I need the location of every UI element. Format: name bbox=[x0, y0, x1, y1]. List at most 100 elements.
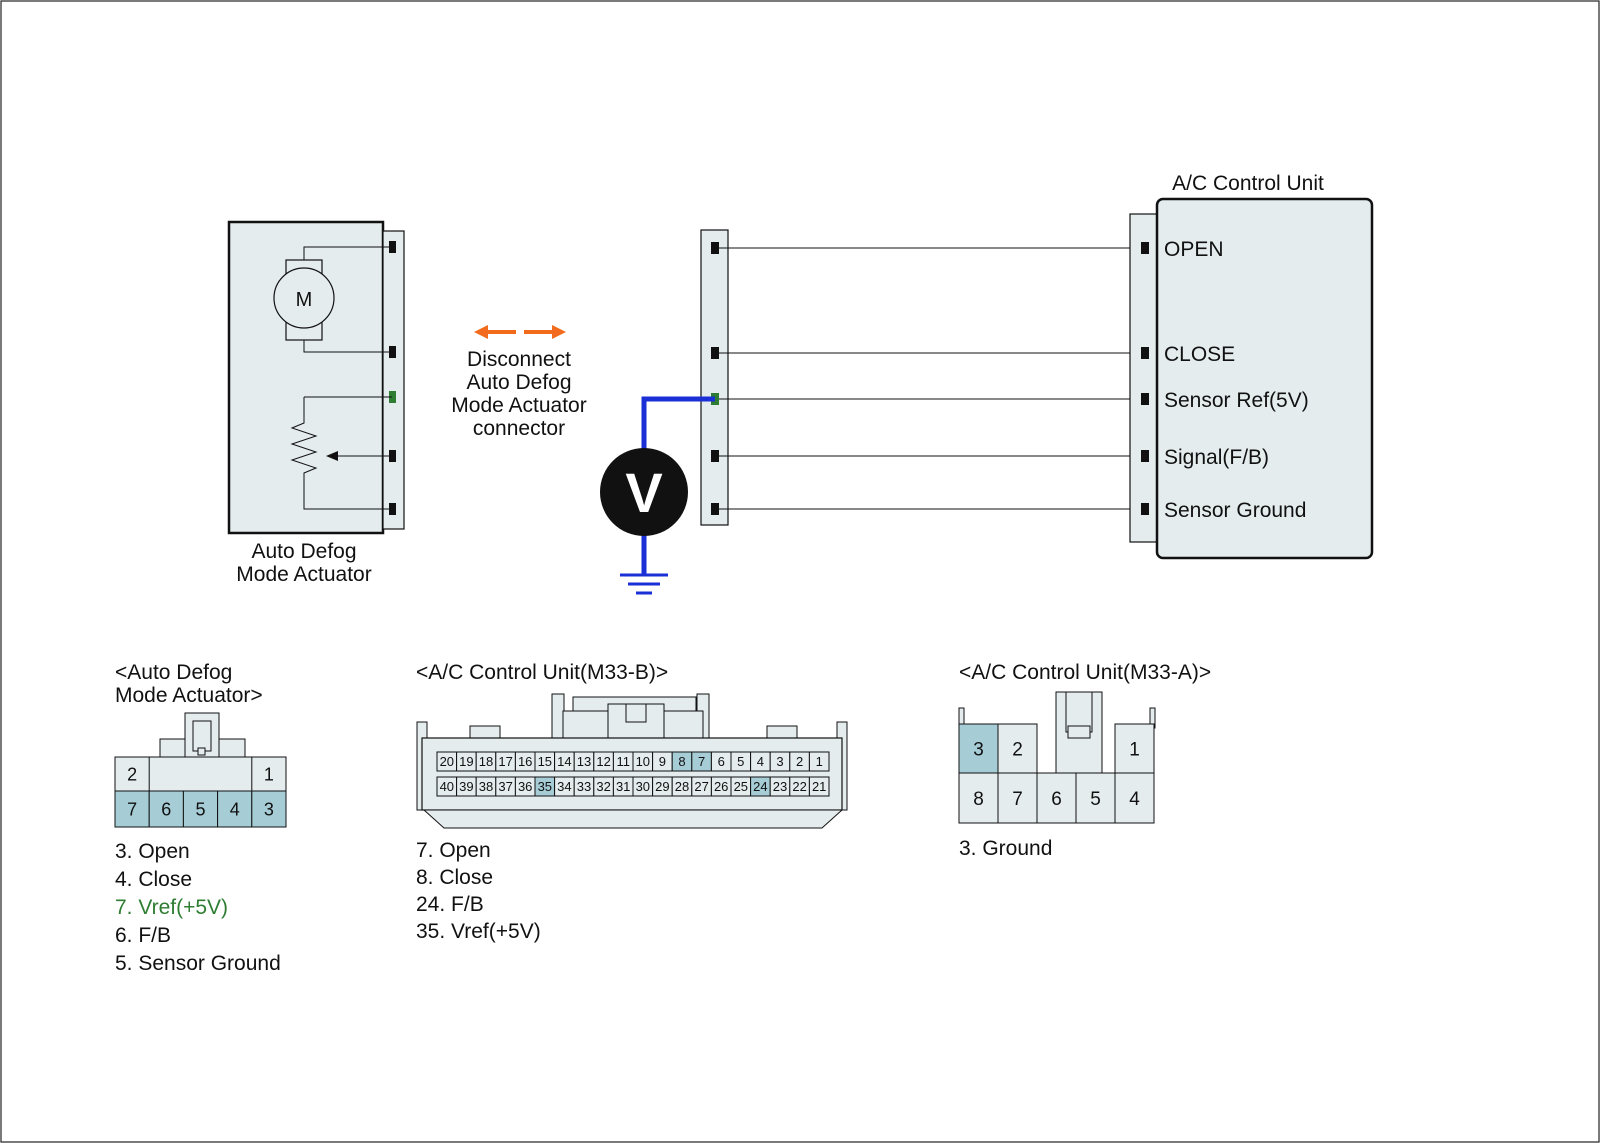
control-unit-pin-open bbox=[1141, 242, 1149, 254]
m33b-pin-number: 16 bbox=[518, 754, 532, 769]
harness-wires bbox=[719, 247, 1141, 510]
m33a-pin-number: 8 bbox=[973, 789, 984, 810]
actuator-pin-number: 6 bbox=[161, 799, 171, 819]
legend-actuator-item: 4. Close bbox=[115, 868, 192, 891]
m33b-pin-number: 8 bbox=[678, 754, 685, 769]
m33b-pin-number: 40 bbox=[440, 779, 454, 794]
control-unit-body bbox=[1155, 197, 1374, 560]
legend-actuator-item: 3. Open bbox=[115, 840, 190, 863]
disconnect-instruction: Disconnect Auto Defog Mode Actuator conn… bbox=[451, 325, 587, 440]
legend-m33b-item: 24. F/B bbox=[416, 893, 484, 916]
m33b-pin-number: 15 bbox=[538, 754, 552, 769]
motor-wire-top bbox=[303, 246, 392, 260]
connector-actuator-title-line2: Mode Actuator> bbox=[115, 684, 263, 707]
m33b-pin-number: 6 bbox=[718, 754, 725, 769]
motor-wire-bottom bbox=[303, 340, 392, 353]
actuator-pin-number: 7 bbox=[127, 799, 137, 819]
m33b-pin-number: 39 bbox=[459, 779, 473, 794]
connector-m33a-title: <A/C Control Unit(M33-A)> bbox=[959, 661, 1211, 684]
disconnect-arrows-icon bbox=[474, 325, 566, 339]
actuator-pin-number: 2 bbox=[127, 764, 137, 784]
actuator-pin-number: 3 bbox=[264, 799, 274, 819]
harness-pin-close bbox=[711, 347, 719, 359]
legend-actuator-item: 6. F/B bbox=[115, 924, 171, 947]
control-unit-pin-close bbox=[1141, 347, 1149, 359]
m33b-pin-number: 2 bbox=[796, 754, 803, 769]
actuator-pin-cell bbox=[182, 790, 219, 828]
m33b-pin-cell bbox=[808, 751, 830, 772]
actuator-label-line1: Auto Defog bbox=[251, 540, 356, 563]
harness-pin-ground bbox=[711, 503, 719, 515]
m33b-pin-cell bbox=[808, 776, 830, 797]
m33b-pin-number: 25 bbox=[734, 779, 748, 794]
m33b-pin-number: 13 bbox=[577, 754, 591, 769]
voltmeter-label: V bbox=[625, 461, 662, 524]
m33b-pin-number: 5 bbox=[737, 754, 744, 769]
actuator-pin-cell bbox=[217, 790, 253, 828]
m33b-pin-number: 1 bbox=[816, 754, 823, 769]
m33b-pin-number: 3 bbox=[776, 754, 783, 769]
instruction-line3: Mode Actuator bbox=[451, 394, 586, 417]
actuator-connector-strip bbox=[382, 230, 405, 530]
m33b-pin-number: 31 bbox=[616, 779, 630, 794]
m33b-pin-number: 29 bbox=[655, 779, 669, 794]
m33a-pin-number: 5 bbox=[1090, 789, 1101, 810]
connector-m33a-legend: 3. Ground bbox=[959, 837, 1052, 860]
m33b-pin-number: 17 bbox=[498, 754, 512, 769]
m33b-pin-number: 33 bbox=[577, 779, 591, 794]
m33a-pin-number: 6 bbox=[1051, 789, 1062, 810]
connector-m33b-title: <A/C Control Unit(M33-B)> bbox=[416, 661, 668, 684]
actuator-pin-cell bbox=[251, 790, 287, 828]
ground-icon bbox=[620, 573, 668, 595]
m33b-pin-number: 21 bbox=[812, 779, 826, 794]
auto-defog-mode-actuator: M Auto Defog Mode Actuator bbox=[227, 220, 405, 586]
m33b-pin-number: 4 bbox=[757, 754, 764, 769]
connector-m33a-housing bbox=[958, 691, 1156, 774]
m33b-pin-number: 38 bbox=[479, 779, 493, 794]
actuator-pin-vref bbox=[389, 391, 396, 403]
m33b-pin-number: 11 bbox=[616, 754, 630, 769]
m33b-pin-number: 18 bbox=[479, 754, 493, 769]
pin-label-sensor-ground: Sensor Ground bbox=[1164, 499, 1306, 522]
m33a-pin-cell bbox=[1114, 772, 1155, 824]
m33b-pin-number: 14 bbox=[557, 754, 571, 769]
connector-m33b-legend: 7. Open 8. Close 24. F/B 35. Vref(+5V) bbox=[416, 839, 541, 943]
legend-actuator-item: 5. Sensor Ground bbox=[115, 952, 281, 975]
legend-actuator-item: 7. Vref(+5V) bbox=[115, 896, 228, 919]
control-unit-pin-signal bbox=[1141, 450, 1149, 462]
m33a-pin-number: 4 bbox=[1129, 789, 1140, 810]
harness-connector bbox=[700, 229, 729, 526]
actuator-pin-cell bbox=[114, 790, 150, 828]
actuator-pin-5 bbox=[389, 503, 396, 515]
actuator-pin-4 bbox=[389, 450, 396, 462]
m33b-pin-number: 19 bbox=[459, 754, 473, 769]
m33b-pin-number: 26 bbox=[714, 779, 728, 794]
harness-pin-signal bbox=[711, 450, 719, 462]
m33b-pin-number: 9 bbox=[659, 754, 666, 769]
legend-m33b-item: 35. Vref(+5V) bbox=[416, 920, 541, 943]
m33b-pin-number: 37 bbox=[498, 779, 512, 794]
actuator-pin-number: 4 bbox=[230, 799, 240, 819]
motor-label: M bbox=[296, 289, 313, 311]
actuator-pin-1 bbox=[389, 241, 396, 253]
m33b-pin-number: 36 bbox=[518, 779, 532, 794]
m33b-pin-number: 28 bbox=[675, 779, 689, 794]
connector-actuator-title-line1: <Auto Defog bbox=[115, 661, 232, 684]
ac-control-unit: A/C Control Unit OPEN CLOSE Sensor Ref(5… bbox=[1129, 172, 1374, 560]
actuator-pin-cell bbox=[251, 756, 287, 792]
pin-label-close: CLOSE bbox=[1164, 343, 1235, 366]
legend-m33b-item: 8. Close bbox=[416, 866, 493, 889]
control-unit-title: A/C Control Unit bbox=[1172, 172, 1324, 195]
m33b-pin-number: 32 bbox=[596, 779, 610, 794]
harness-connector-strip bbox=[700, 229, 729, 526]
connector-actuator-legend: 3. Open 4. Close 7. Vref(+5V) 6. F/B 5. … bbox=[115, 840, 281, 975]
m33b-pin-number: 12 bbox=[596, 754, 610, 769]
voltmeter-probe: V bbox=[600, 396, 715, 595]
connector-m33b-housing bbox=[416, 693, 848, 829]
actuator-pin-number: 5 bbox=[195, 799, 205, 819]
voltmeter-icon: V bbox=[600, 448, 688, 536]
instruction-line2: Auto Defog bbox=[466, 371, 571, 394]
